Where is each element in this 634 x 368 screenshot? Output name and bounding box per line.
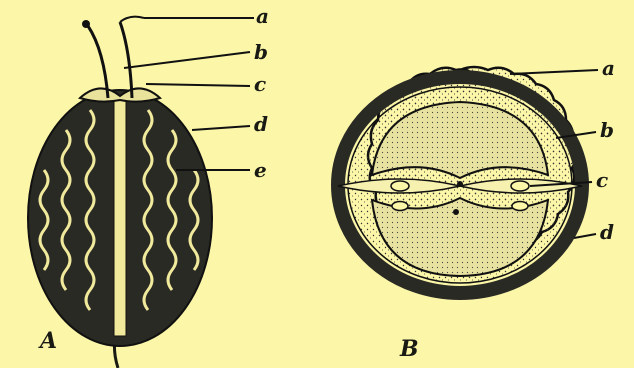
- figure-b-caption: B: [400, 338, 419, 360]
- label-a-e: e: [254, 160, 267, 180]
- label-a-b: b: [254, 42, 268, 62]
- label-b-d: d: [600, 222, 614, 242]
- label-b-b: b: [600, 120, 614, 140]
- label-a-d: d: [254, 114, 268, 134]
- fruit-whole: [28, 17, 254, 368]
- label-b-a: a: [602, 58, 615, 78]
- label-b-c: c: [596, 170, 608, 190]
- label-a-c: c: [254, 74, 266, 94]
- fruit-section: [338, 67, 598, 293]
- figure-a-caption: A: [40, 330, 57, 352]
- label-a-a: a: [256, 6, 269, 26]
